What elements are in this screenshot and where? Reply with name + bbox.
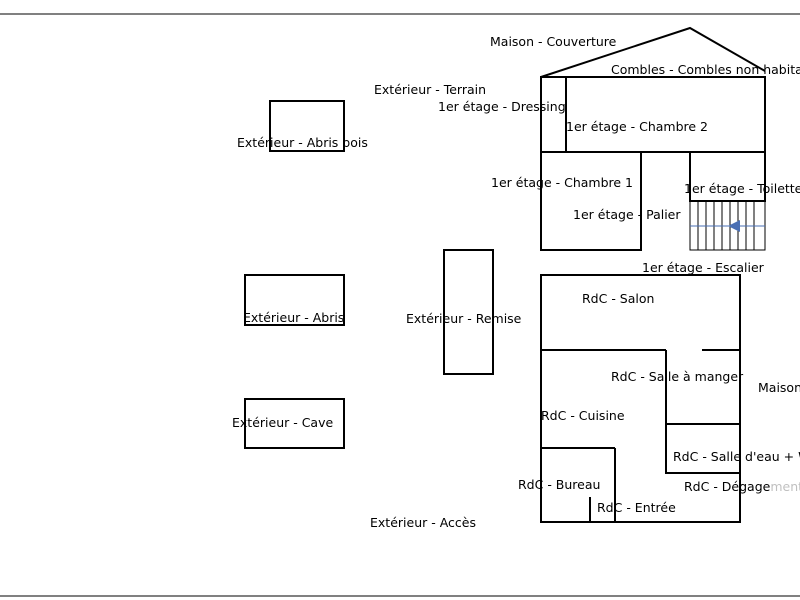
label-salon: RdC - Salon [582, 291, 654, 306]
label-escalier: 1er étage - Escalier [642, 260, 765, 275]
label-entree: RdC - Entrée [597, 500, 676, 515]
salle-eau-room[interactable] [665, 423, 741, 474]
cave-room[interactable] [244, 398, 345, 449]
rdc-outline[interactable] [540, 274, 741, 523]
label-chambre-1: 1er étage - Chambre 1 [491, 175, 633, 190]
remise-room[interactable] [443, 249, 494, 375]
label-dressing: 1er étage - Dressing [438, 99, 566, 114]
label-terrain: Extérieur - Terrain [374, 82, 486, 97]
label-abris-bois: Extérieur - Abris bois [237, 135, 368, 150]
roof-outline[interactable] [540, 26, 766, 78]
label-cave: Extérieur - Cave [232, 415, 333, 430]
label-abris: Extérieur - Abris [243, 310, 344, 325]
label-chambre-2: 1er étage - Chambre 2 [566, 119, 708, 134]
label-maison: Maison [758, 380, 800, 395]
label-salle-manger: RdC - Salle à manger [611, 369, 744, 384]
label-toilette: 1er étage - Toilette [684, 181, 800, 196]
label-palier: 1er étage - Palier [573, 207, 681, 222]
dressing-room[interactable] [540, 76, 567, 153]
label-cuisine: RdC - Cuisine [541, 408, 625, 423]
chambre-1-palier-room[interactable] [540, 151, 642, 251]
chambre-2-room[interactable] [565, 76, 766, 153]
abris-room[interactable] [244, 274, 345, 326]
label-couverture: Maison - Couverture [490, 34, 617, 49]
label-acces: Extérieur - Accès [370, 515, 476, 530]
escalier-stairs[interactable] [689, 200, 766, 251]
right-fade [770, 470, 800, 530]
label-bureau: RdC - Bureau [518, 477, 600, 492]
label-salle-eau: RdC - Salle d'eau + WC [673, 449, 800, 464]
label-remise: Extérieur - Remise [406, 311, 522, 326]
abris-bois-room[interactable] [269, 100, 345, 152]
stair-arrow-icon [728, 220, 740, 232]
label-combles: Combles - Combles non habitable [611, 62, 800, 77]
